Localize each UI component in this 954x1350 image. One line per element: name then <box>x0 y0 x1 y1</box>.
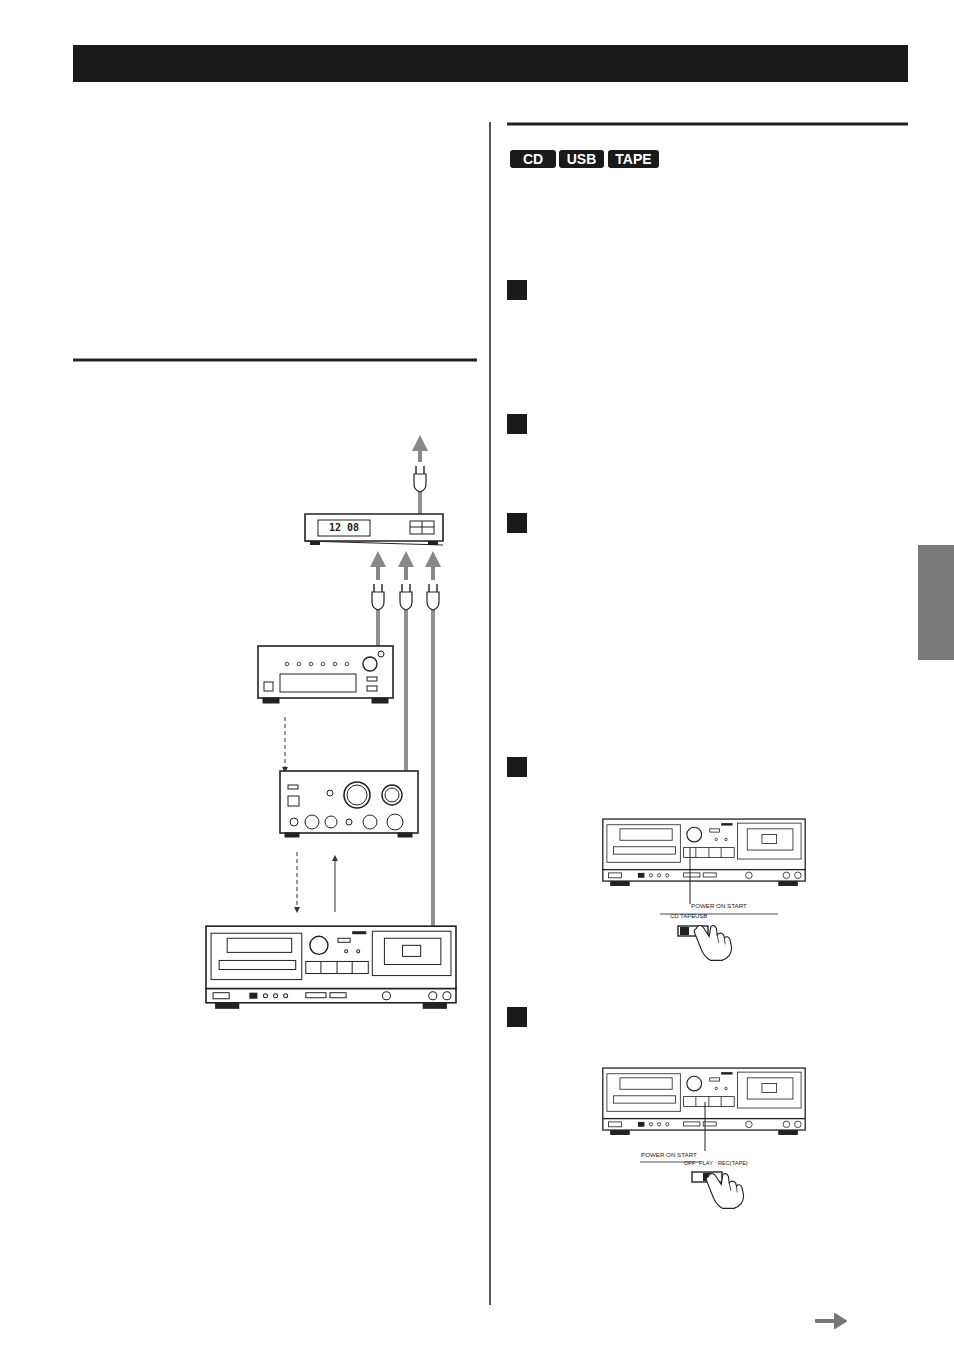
step-markers <box>507 280 527 1027</box>
badge-text: CD <box>523 152 543 166</box>
switch-label: POWER ON START <box>641 1152 697 1158</box>
switch-label: POWER ON START <box>691 903 747 909</box>
switch-label: CD <box>670 913 679 919</box>
switch-label: PLAY <box>699 1161 713 1167</box>
side-tab <box>918 545 954 660</box>
section-badge: USB <box>559 150 604 168</box>
display-readout: 12 08 <box>329 523 359 533</box>
switch-label: TAPE <box>680 913 695 919</box>
badge-text: USB <box>567 152 597 166</box>
header-bar <box>73 45 908 82</box>
switch-label: REC(TAPE) <box>718 1161 748 1167</box>
cassette-deck <box>603 819 805 886</box>
section-badge: TAPE <box>608 150 659 168</box>
cassette-deck <box>206 926 456 1009</box>
amplifier-illustration <box>280 771 418 837</box>
switch-label: OFF <box>684 1161 695 1167</box>
section-badge: CD <box>510 150 556 168</box>
badge-text: TAPE <box>615 152 651 166</box>
cassette-deck <box>603 1068 805 1135</box>
power-plugs <box>372 559 439 926</box>
switch-label: USB <box>695 913 707 919</box>
timer-illustration <box>305 443 443 545</box>
tuner-illustration <box>258 646 393 703</box>
next-arrow <box>816 1314 846 1328</box>
